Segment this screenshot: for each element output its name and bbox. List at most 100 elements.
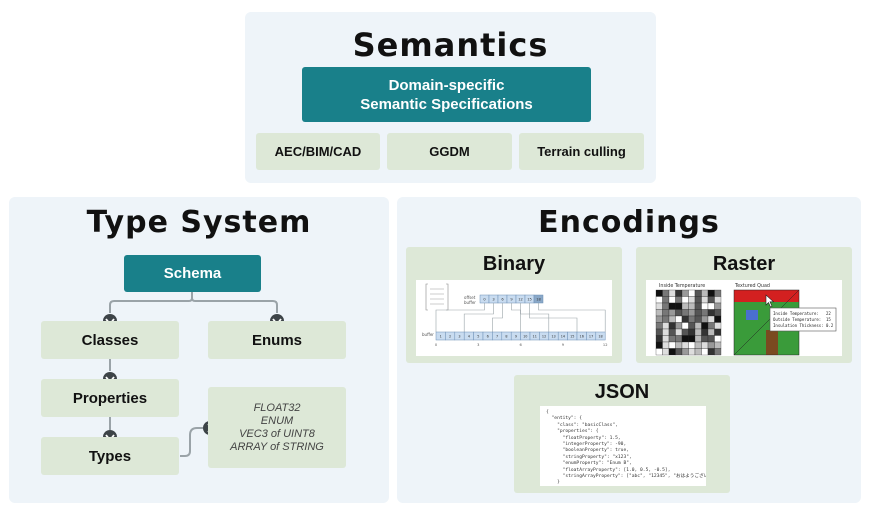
- buffer-cell: 13: [548, 331, 559, 341]
- heat-cell: [714, 341, 722, 349]
- buffer-value: 17: [589, 335, 593, 339]
- heat-cell: [668, 341, 676, 349]
- heat-cell: [707, 289, 715, 297]
- heat-cell: [675, 341, 683, 349]
- heat-cell: [675, 322, 683, 330]
- heat-cell: [668, 335, 676, 343]
- offset-link: [492, 303, 503, 332]
- type-example-vec3: VEC3 of UINT8: [239, 427, 315, 440]
- types-box: Types: [41, 437, 179, 475]
- raster-tooltip: Inside Temperature: 22 Outside Temperatu…: [769, 307, 837, 332]
- heat-cell: [694, 341, 702, 349]
- heat-cell: [701, 289, 709, 297]
- heat-cell: [662, 309, 670, 317]
- heat-cell: [714, 348, 722, 356]
- heat-cell: [668, 322, 676, 330]
- tooltip-row-1-label: Inside Temperature:: [773, 311, 819, 316]
- heat-cell: [694, 315, 702, 323]
- heat-cell: [675, 309, 683, 317]
- json-title: JSON: [594, 381, 650, 403]
- heat-cell: [681, 315, 689, 323]
- axis-tick-label: 6: [519, 343, 522, 347]
- heat-cell: [707, 296, 715, 304]
- inside-temperature-caption: Inside Temperature: [659, 283, 705, 289]
- heat-cell: [668, 289, 676, 297]
- buffer-value: 9: [515, 335, 517, 339]
- classes-box: Classes: [41, 321, 179, 359]
- buffer-cell: 6: [482, 331, 493, 341]
- heat-cell: [701, 341, 709, 349]
- schema-box: Schema: [124, 255, 261, 292]
- offset-cell: 6: [497, 294, 508, 304]
- tooltip-row-2-value: 15: [826, 317, 831, 322]
- heat-cell: [681, 335, 689, 343]
- heat-cell: [701, 322, 709, 330]
- json-panel: JSON { "entity": { "class": "basicClass"…: [514, 375, 730, 493]
- buffer-value: 5: [477, 335, 479, 339]
- heat-cell: [701, 335, 709, 343]
- heat-cell: [681, 348, 689, 356]
- raster-diagram: Inside Temperature Textured Quad Inside …: [655, 283, 837, 356]
- offset-link: [529, 303, 578, 332]
- array-glyph: [425, 283, 449, 311]
- buffer-cell: 14: [557, 331, 568, 341]
- heat-cell: [655, 322, 663, 330]
- offset-value: 15: [527, 298, 532, 302]
- heat-cell: [681, 322, 689, 330]
- array-glyph-lines: [430, 288, 444, 305]
- types-examples-connector: [180, 427, 203, 457]
- heat-cell: [675, 315, 683, 323]
- heat-cell: [694, 289, 702, 297]
- heat-cell: [662, 341, 670, 349]
- heat-cell: [701, 328, 709, 336]
- offset-value: 6: [501, 298, 504, 302]
- heat-cell: [681, 328, 689, 336]
- offset-buffer-label: offset: [464, 295, 476, 300]
- axis-tick-label: 9: [562, 343, 565, 347]
- buffer-cell: 12: [539, 331, 550, 341]
- buffer-value: 16: [580, 335, 584, 339]
- buffer-value: 14: [561, 335, 565, 339]
- heat-cell: [668, 309, 676, 317]
- heat-cell: [707, 348, 715, 356]
- heat-cell: [714, 315, 722, 323]
- enums-box: Enums: [208, 321, 346, 359]
- heat-cell: [714, 328, 722, 336]
- heat-cell: [688, 315, 696, 323]
- heat-cell: [707, 315, 715, 323]
- heat-cell: [662, 315, 670, 323]
- heat-cell: [714, 302, 722, 310]
- buffer-value: 12: [542, 335, 546, 339]
- buffer-cell: 18: [595, 331, 606, 341]
- door-texture: [766, 330, 778, 355]
- offset-buffer-label-2: buffer: [464, 300, 476, 305]
- window-texture: [746, 310, 758, 320]
- buffer-value: 8: [505, 335, 507, 339]
- offset-link: [463, 303, 494, 332]
- offset-value: 9: [510, 298, 513, 302]
- offset-link: [520, 303, 550, 332]
- buffer-cell: 4: [463, 331, 474, 341]
- buffer-cell: 2: [445, 331, 456, 341]
- heat-cell: [681, 302, 689, 310]
- buffer-cell: 15: [567, 331, 578, 341]
- binary-title: Binary: [482, 253, 546, 275]
- heat-cell: [662, 328, 670, 336]
- tooltip-row-3-value: 0.2: [826, 323, 834, 328]
- heat-cell: [662, 348, 670, 356]
- heat-cell: [714, 335, 722, 343]
- heat-cell: [681, 289, 689, 297]
- heat-cell: [694, 328, 702, 336]
- heat-cell: [701, 309, 709, 317]
- heat-cell: [688, 302, 696, 310]
- heat-cell: [655, 302, 663, 310]
- offset-cell: 15: [524, 294, 535, 304]
- buffer-cell: 1: [435, 331, 446, 341]
- heat-cell: [707, 309, 715, 317]
- buffer-value: 4: [468, 335, 470, 339]
- buffer-cell: 3: [454, 331, 465, 341]
- offset-cell: 12: [515, 294, 526, 304]
- heat-cell: [714, 309, 722, 317]
- buffer-value: 15: [570, 335, 574, 339]
